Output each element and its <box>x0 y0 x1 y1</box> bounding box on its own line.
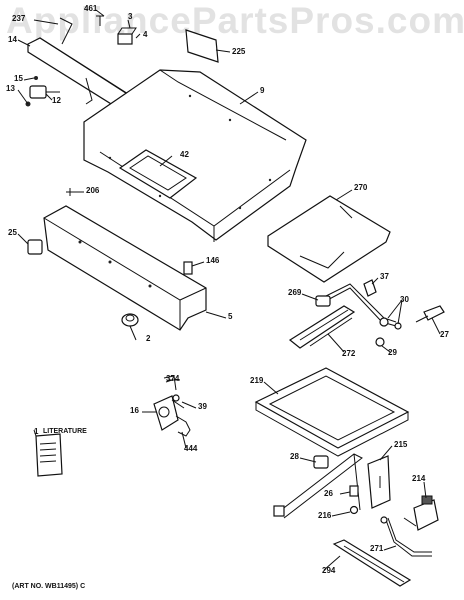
burner-tube-272 <box>288 305 356 349</box>
label-146: 146 <box>206 256 220 265</box>
label-272: 272 <box>342 349 356 358</box>
vent-42 <box>118 149 198 199</box>
leader-lines <box>17 9 441 571</box>
bracket-461 <box>96 15 137 45</box>
label-16: 16 <box>130 406 139 415</box>
label-294: 294 <box>322 566 336 575</box>
bracket-225 <box>185 29 219 63</box>
label-25: 25 <box>8 228 17 237</box>
label-4: 4 <box>143 30 148 39</box>
clip-25 <box>27 239 43 255</box>
literature-booklet <box>33 429 63 477</box>
label-269: 269 <box>288 288 302 297</box>
label-13: 13 <box>6 84 15 93</box>
label-216: 216 <box>318 511 332 520</box>
label-15: 15 <box>14 74 23 83</box>
label-237: 237 <box>12 14 26 23</box>
knob-2 <box>121 313 139 327</box>
screw-26 <box>349 485 359 515</box>
label-2: 2 <box>146 334 151 343</box>
bracket-37 <box>363 279 377 297</box>
label-14: 14 <box>8 35 17 44</box>
label-26: 26 <box>324 489 333 498</box>
shield-270 <box>267 195 391 283</box>
valve-16 <box>153 394 191 437</box>
label-270: 270 <box>354 183 368 192</box>
gas-tube-269 <box>315 283 402 330</box>
label-27: 27 <box>440 330 449 339</box>
igniter-214 <box>403 495 439 531</box>
screw-206 <box>66 188 74 196</box>
label-374: 374 <box>166 374 180 383</box>
label-219: 219 <box>250 376 264 385</box>
valve-assembly-12 <box>25 76 60 107</box>
tray-294 <box>332 539 412 587</box>
label-28: 28 <box>290 452 299 461</box>
label-214: 214 <box>412 474 426 483</box>
label-271: 271 <box>370 544 384 553</box>
label-5: 5 <box>228 312 233 321</box>
label-39: 39 <box>198 402 207 411</box>
label-461: 461 <box>84 4 98 13</box>
label-225: 225 <box>232 47 246 56</box>
orifice-27 <box>415 305 445 323</box>
label-12: 12 <box>52 96 61 105</box>
tube-271 <box>380 516 432 557</box>
label-37: 37 <box>380 272 389 281</box>
clip-146 <box>183 261 193 275</box>
label-30: 30 <box>400 295 409 304</box>
label-206: 206 <box>86 186 100 195</box>
label-1: 1 <box>34 427 39 436</box>
literature-label: LITERATURE <box>43 428 87 435</box>
label-9: 9 <box>260 86 265 95</box>
label-215: 215 <box>394 440 408 449</box>
label-42: 42 <box>180 150 189 159</box>
label-3: 3 <box>128 12 133 21</box>
bracket-215 <box>367 455 391 509</box>
broil-burner-28 <box>273 453 363 519</box>
orifice-29 <box>375 337 385 347</box>
label-29: 29 <box>388 348 397 357</box>
front-panel-5 <box>43 205 207 331</box>
broiler-219 <box>254 367 410 457</box>
art-number: (ART NO. WB11495) C <box>12 583 86 590</box>
label-444: 444 <box>184 444 198 453</box>
